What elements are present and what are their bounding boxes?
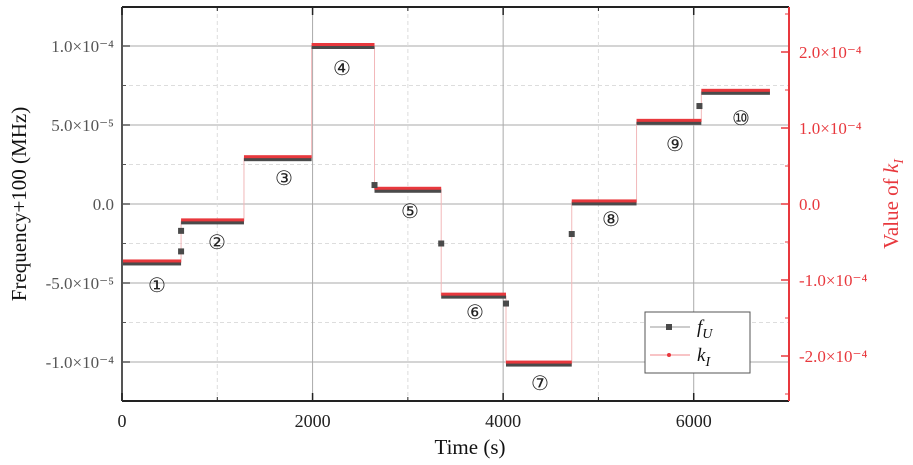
fu-transition-marker — [503, 300, 510, 307]
ki-step — [571, 199, 637, 203]
fu-transition-marker — [568, 231, 575, 238]
fu-transition-marker — [438, 240, 445, 247]
y-right-tick-label: -1.0×10⁻⁴ — [799, 271, 867, 290]
x-tick-label: 2000 — [295, 411, 331, 431]
x-tick-label: 6000 — [676, 411, 712, 431]
x-tick-label: 4000 — [485, 411, 521, 431]
x-tick-label: 0 — [118, 411, 127, 431]
legend: fU kI — [644, 311, 751, 374]
fu-step — [181, 220, 244, 225]
ki-step — [243, 155, 312, 159]
ki-step — [701, 88, 770, 92]
y-tick-label: -1.0×10⁻⁴ — [46, 353, 114, 372]
ki-step — [311, 43, 375, 46]
ki-step — [122, 259, 182, 263]
ki-step — [374, 186, 442, 190]
y-tick-label: -5.0×10⁻⁵ — [46, 274, 114, 293]
fu-step — [243, 157, 312, 162]
y-right-tick-label: 0.0 — [799, 195, 820, 214]
fu-step — [374, 188, 442, 193]
tick-labels: 1.0×10⁻⁴ 5.0×10⁻⁵ 0.0 -5.0×10⁻⁵ -1.0×10⁻⁴ 2.0… — [46, 37, 868, 431]
y-tick-label: 0.0 — [93, 195, 114, 214]
fu-step — [122, 261, 182, 266]
y-right-tick-label: -2.0×10⁻⁴ — [799, 347, 867, 366]
ki-step — [636, 118, 702, 122]
legend-box — [644, 311, 751, 374]
fu-step — [311, 45, 375, 49]
axes — [121, 6, 790, 402]
segment-label: ⑧ — [602, 209, 620, 231]
y-right-tick-label: 1.0×10⁻⁴ — [799, 119, 862, 138]
segment-label: ② — [208, 232, 226, 254]
y-axis-title: Frequency+100 (MHz) — [7, 107, 31, 301]
legend-marker-fu-icon — [666, 324, 672, 330]
fu-step — [636, 120, 702, 125]
series-layer — [122, 43, 770, 367]
segment-label: ④ — [333, 58, 351, 80]
segment-annotations: ① ② ③ ④ ⑤ ⑥ ⑦ ⑧ ⑨ ⑩ — [148, 58, 750, 395]
fu-step — [441, 294, 507, 299]
segment-label: ⑥ — [466, 302, 484, 324]
y-tick-label: 1.0×10⁻⁴ — [51, 37, 114, 56]
segment-label: ⑦ — [531, 373, 549, 395]
segment-label: ③ — [275, 168, 293, 190]
fu-step — [506, 362, 572, 367]
fu-step — [571, 201, 637, 206]
fu-step — [701, 90, 770, 95]
ki-step — [181, 218, 244, 222]
y-right-axis-title: Value of kI — [879, 158, 907, 249]
fu-transition-marker — [371, 182, 378, 189]
y-right-tick-label: 2.0×10⁻⁴ — [799, 43, 862, 62]
segment-label: ① — [148, 275, 166, 297]
legend-marker-ki-icon — [667, 353, 671, 357]
fu-transition-marker — [178, 227, 185, 234]
segment-label: ⑩ — [732, 108, 750, 130]
ki-step — [441, 292, 507, 296]
segment-label: ⑨ — [666, 134, 684, 156]
fu-transition-marker — [178, 248, 185, 255]
segment-label: ⑤ — [401, 201, 419, 223]
y-tick-label: 5.0×10⁻⁵ — [51, 116, 114, 135]
fu-transition-marker — [696, 103, 703, 110]
x-axis-title: Time (s) — [435, 435, 506, 459]
ki-step — [506, 360, 572, 364]
